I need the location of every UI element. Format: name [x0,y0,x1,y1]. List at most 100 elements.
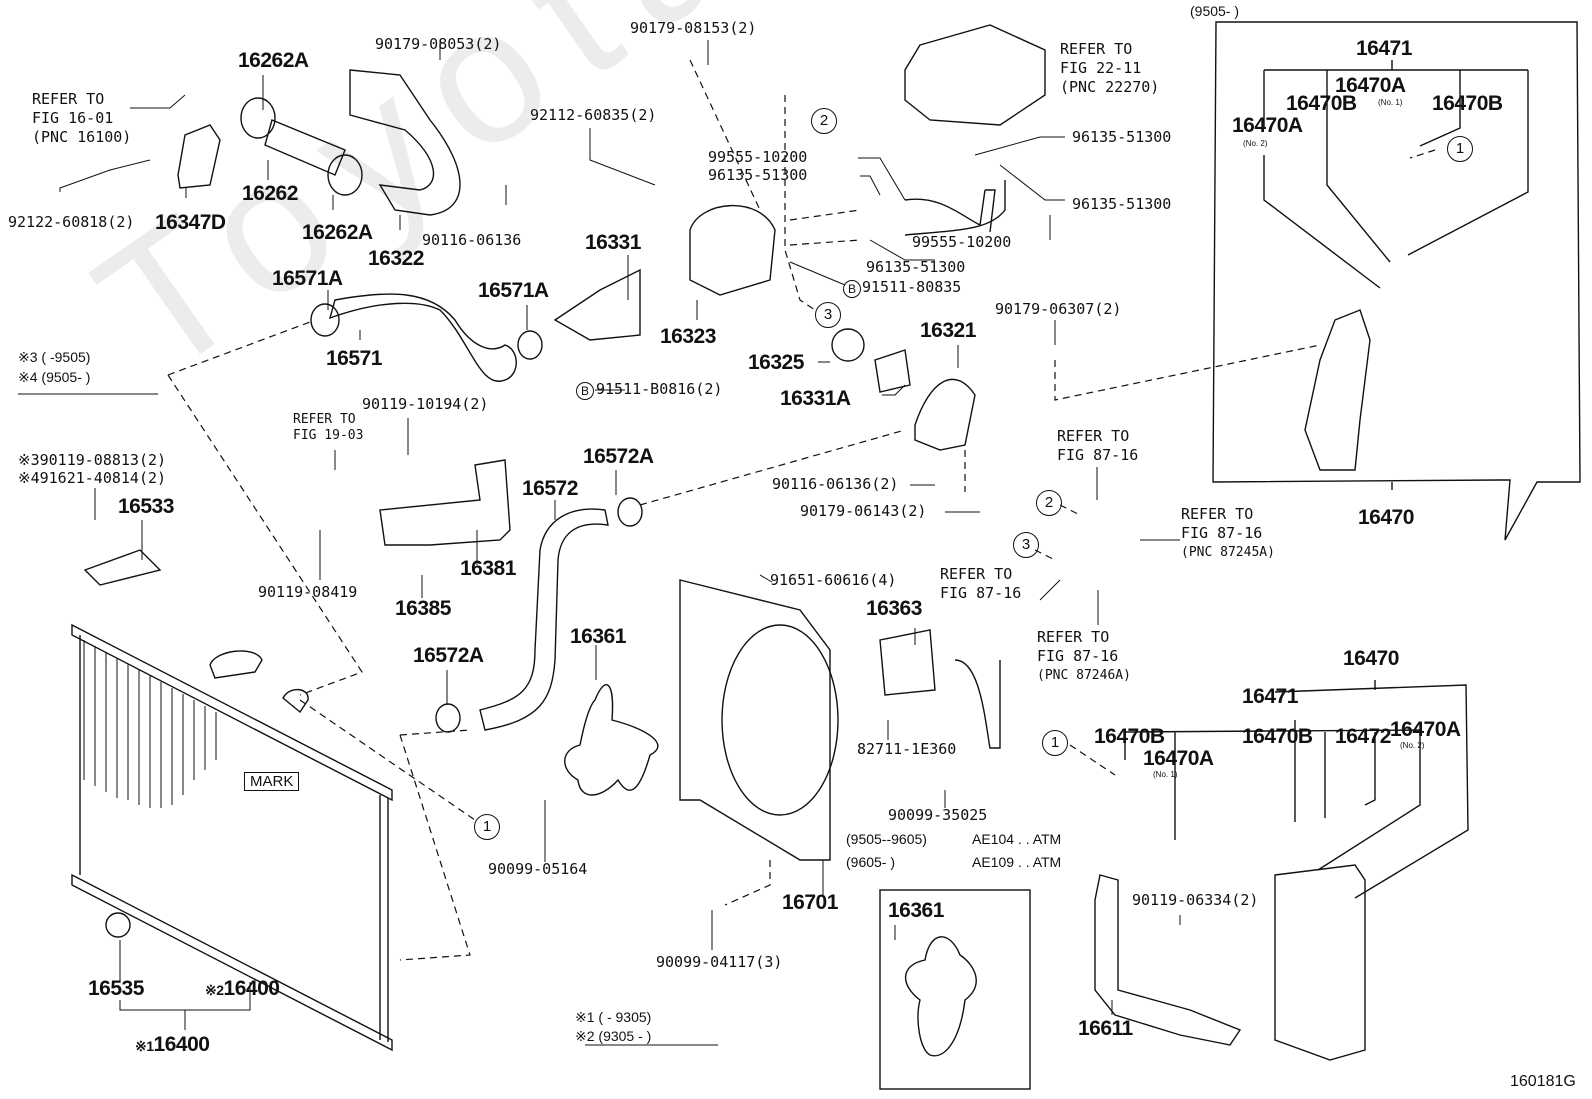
note-atm-model-2: AE109 . . ATM [972,854,1062,870]
part-16572A-top[interactable]: 16572A [583,445,654,468]
bracket-16611 [1094,874,1242,1046]
part-16323[interactable]: 16323 [660,325,716,348]
part-90119-08419[interactable]: 90119-08419 [258,583,358,601]
ref-fig-87-16-d: REFER TO FIG 87-16 (PNC 87246A) [1037,628,1131,685]
hose-16572 [479,508,609,731]
part-16331[interactable]: 16331 [585,231,641,254]
part-99555-10200-a[interactable]: 99555-10200 [708,148,808,166]
part-90099-35025[interactable]: 90099-35025 [888,806,988,824]
hose-16571 [328,293,517,382]
valve-22270 [904,24,1046,126]
clamp-16262A-top [240,97,276,139]
part-16347D[interactable]: 16347D [155,211,226,234]
inset-part-16470A-no1[interactable]: 16470A [1335,74,1406,97]
ref-line: REFER TO [940,565,1013,583]
part-16262A-top[interactable]: 16262A [238,49,309,72]
part-91651-60616[interactable]: 91651-60616(4) [770,571,897,589]
part-90099-04117[interactable]: 90099-04117(3) [656,953,783,971]
callout-b-bottom: B [576,382,594,400]
inset-part-16470B-left[interactable]: 16470B [1286,92,1357,115]
part-16321[interactable]: 16321 [920,319,976,342]
callout-3-right: 3 [1013,532,1039,558]
clamp-16262A-bot [327,154,363,196]
part-16262[interactable]: 16262 [242,182,298,205]
inset-sublabel-no1: (No. 1) [1378,98,1403,107]
part-90179-08153[interactable]: 90179-08153(2) [630,19,757,37]
figure-id: 160181G [1510,1073,1576,1090]
br-part-16470[interactable]: 16470 [1343,647,1399,670]
ref-line: REFER TO [1060,40,1133,58]
part-16361-inset[interactable]: 16361 [888,899,944,922]
part-16381[interactable]: 16381 [460,557,516,580]
fan-16361 [564,684,659,796]
br-part-16470A-no1[interactable]: 16470A [1143,747,1214,770]
part-90116-06136-mid[interactable]: 90116-06136(2) [772,475,899,493]
inset-part-16471[interactable]: 16471 [1356,37,1412,60]
ref-line: REFER TO [32,90,105,108]
note-2-range: ※2 (9305 - ) [575,1028,652,1044]
part-16611[interactable]: 16611 [1078,1017,1133,1040]
part-16363[interactable]: 16363 [866,597,922,620]
part-16400-variant-1[interactable]: ※116400 [135,1034,210,1055]
outlet-16321 [914,378,976,451]
clamp-16571A-left [310,303,340,337]
part-96135-51300-c[interactable]: 96135-51300 [1072,195,1172,213]
inset-part-16470A-no2[interactable]: 16470A [1232,114,1303,137]
part-16571A-right[interactable]: 16571A [478,279,549,302]
part-number: 16400 [223,977,280,1000]
inset-part-16470[interactable]: 16470 [1358,506,1414,529]
part-92112-60835[interactable]: 92112-60835(2) [530,106,657,124]
part-16571A-left[interactable]: 16571A [272,267,343,290]
part-92122-60818[interactable]: 92122-60818(2) [8,213,135,231]
part-90099-05164[interactable]: 90099-05164 [488,860,588,878]
part-16571[interactable]: 16571 [326,347,382,370]
inset-box-fan [879,889,1031,1090]
part-16535[interactable]: 16535 [88,977,144,1000]
br-sublabel-no1: (No. 1) [1153,770,1178,779]
note-atm-range-2: (9605- ) [846,854,896,870]
part-16325[interactable]: 16325 [748,351,804,374]
part-82711-1E360[interactable]: 82711-1E360 [857,740,957,758]
br-part-16472[interactable]: 16472 [1335,725,1391,748]
inset-part-16470B-right[interactable]: 16470B [1432,92,1503,115]
part-16331A[interactable]: 16331A [780,387,851,410]
part-96135-51300-b[interactable]: 96135-51300 [708,166,808,184]
ref-line: (PNC 87245A) [1181,545,1275,560]
gasket-16325 [831,328,865,362]
part-91621-40814[interactable]: ※491621-40814(2) [18,471,166,486]
br-part-16470B-middle[interactable]: 16470B [1242,725,1313,748]
part-96135-51300-a[interactable]: 96135-51300 [1072,128,1172,146]
br-part-16470A-no2[interactable]: 16470A [1390,718,1461,741]
part-90119-06334[interactable]: 90119-06334(2) [1132,891,1259,909]
ref-line: (PNC 22270) [1060,78,1160,96]
part-16572A-bottom[interactable]: 16572A [413,644,484,667]
part-90116-06136-top[interactable]: 90116-06136 [422,231,522,249]
part-16400-variant-2[interactable]: ※216400 [205,977,280,1000]
part-16262A-bottom[interactable]: 16262A [302,221,373,244]
part-16361[interactable]: 16361 [570,625,626,648]
part-16533[interactable]: 16533 [118,495,174,518]
part-16385[interactable]: 16385 [395,597,451,620]
ref-line: FIG 87-16 [1057,446,1139,464]
inset-range: (9505- ) [1190,3,1240,19]
br-part-16470B-left[interactable]: 16470B [1094,725,1165,748]
part-16701[interactable]: 16701 [782,891,838,914]
br-part-16471[interactable]: 16471 [1242,685,1298,708]
part-96135-51300-d[interactable]: 96135-51300 [866,258,966,276]
part-90179-08053[interactable]: 90179-08053(2) [375,35,502,53]
callout-1-inset: 1 [1447,136,1473,162]
ref-line: FIG 22-11 [1060,59,1142,77]
part-90179-06143[interactable]: 90179-06143(2) [800,502,927,520]
part-99555-10200-b[interactable]: 99555-10200 [912,233,1012,251]
part-91511-80835[interactable]: 91511-80835 [862,278,962,296]
part-91511-B0816[interactable]: 91511-B0816(2) [596,380,723,398]
clamp-16571A-right [517,330,543,360]
part-90179-06307[interactable]: 90179-06307(2) [995,300,1122,318]
part-90119-08813[interactable]: ※390119-08813(2) [18,453,166,468]
part-16572[interactable]: 16572 [522,477,578,500]
part-90119-10194[interactable]: 90119-10194(2) [362,395,489,413]
ref-line: FIG 16-01 [32,109,114,127]
bracket-16381 [379,459,511,546]
part-16322[interactable]: 16322 [368,247,424,270]
